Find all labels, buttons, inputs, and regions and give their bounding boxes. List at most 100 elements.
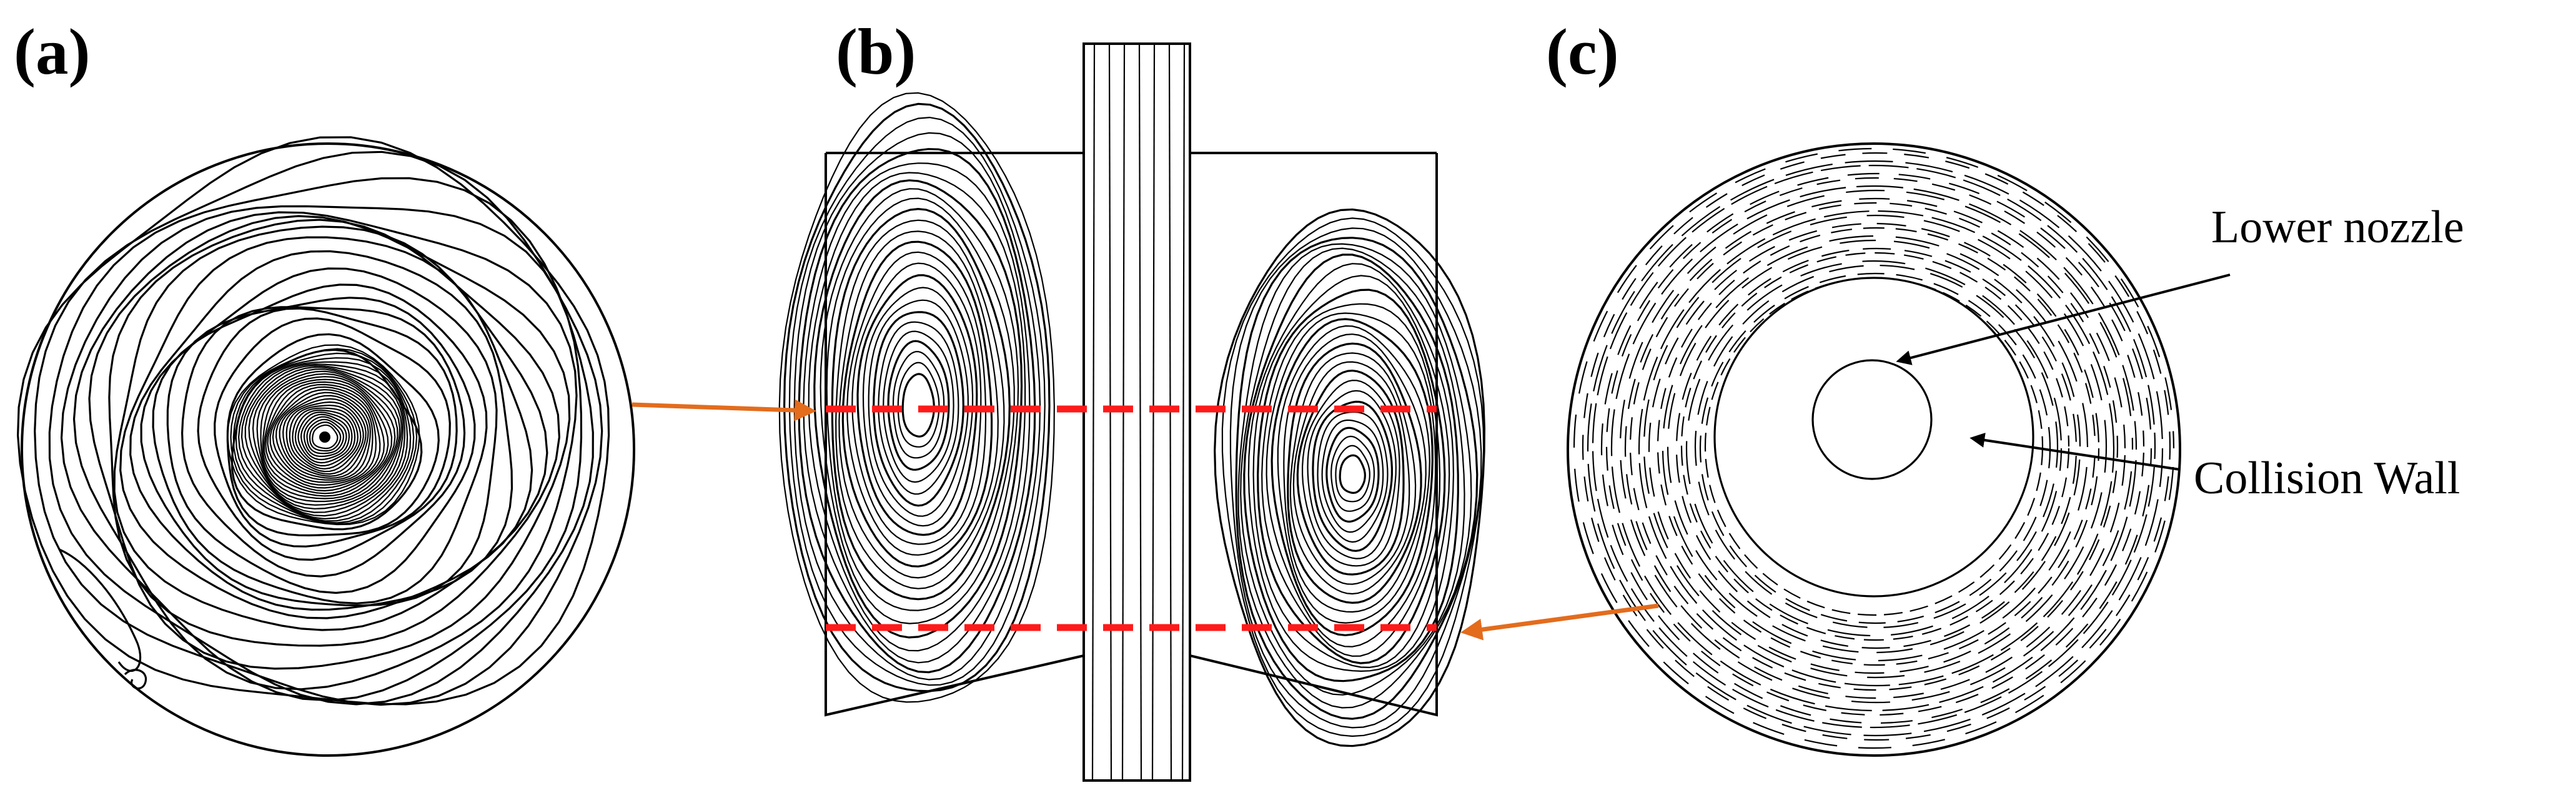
panel-b-right-vortex-line — [1312, 400, 1393, 552]
panel-a-core-line — [297, 411, 353, 464]
panel-a-core-line — [289, 405, 362, 473]
panel-a-streamline — [181, 306, 466, 578]
panel-a-core-line — [300, 413, 350, 461]
panel-a-vortex-lines — [16, 136, 610, 706]
panel-a-streamline — [129, 250, 513, 611]
panel-b-left-vortex-line — [862, 287, 974, 527]
panel-b-right-vortex-line — [1277, 325, 1430, 624]
panel-a-streamline — [88, 215, 571, 670]
panel-b-right-vortex-line — [1292, 361, 1410, 585]
panel-a-core-line — [285, 401, 364, 475]
panel-a-core-line — [248, 366, 403, 510]
panel-c-streamline — [1643, 214, 2108, 679]
panel-b-right-vortex-line — [1214, 208, 1486, 747]
panel-c-streamline — [1619, 189, 2134, 704]
panel-c-streamlines — [1567, 142, 2181, 757]
panel-b-right-vortex-line — [1307, 390, 1397, 559]
panel-label-b: (b) — [836, 15, 916, 88]
panel-c-streamline — [1573, 147, 2175, 749]
panel-a-core-line — [312, 424, 339, 450]
panel-b-left-vortex-line — [897, 362, 940, 448]
panel-a-core-line — [309, 421, 342, 452]
panel-b-right-vortex-line — [1339, 454, 1366, 495]
panel-b-right-vortex-line — [1321, 419, 1384, 533]
panel-b-right-vortex-line — [1335, 445, 1370, 503]
panel-a-streamline — [16, 136, 610, 706]
panel-c-streamline — [1657, 227, 2096, 666]
collision-wall-label: Collision Wall — [2194, 453, 2460, 504]
panel-c-streamline — [1667, 239, 2081, 654]
panel-b-right-vortex-line — [1240, 247, 1465, 696]
panel-b-right-vortex-line — [1289, 352, 1417, 595]
panel-b-right-vortex-line — [1266, 312, 1437, 648]
collision-wall-circle — [1713, 277, 2034, 598]
panel-b-left-vortex-line — [841, 240, 993, 568]
lower-nozzle-leader — [1896, 273, 2231, 365]
panel-c-streamline — [1624, 197, 2126, 699]
panel-a-core-line — [279, 395, 369, 479]
lower-nozzle-label: Lower nozzle — [2211, 202, 2464, 253]
panel-c-streamline — [1675, 247, 2078, 649]
panel-b-streamlines — [778, 42, 1486, 782]
panel-c-streamline — [1592, 164, 2156, 729]
panel-c-streamline — [1685, 260, 2063, 637]
panel-b-left-vortex-line — [783, 102, 1051, 692]
panel-a-streamline — [60, 205, 583, 702]
panel-a-core-line — [260, 373, 396, 500]
panel-b-left-vortex-line — [820, 188, 1019, 624]
panel-b-right-vortex-line — [1229, 227, 1482, 729]
panel-a-core-line — [267, 383, 381, 489]
panel-a-core-line — [230, 348, 418, 525]
panel-a-streamlines — [16, 136, 635, 757]
panel-b-right-vortex-line — [1237, 243, 1472, 709]
panel-a-core-line — [232, 352, 415, 524]
panel-b-right-vortex-line — [1247, 263, 1455, 672]
panel-c-streamline — [1587, 160, 2164, 737]
panel-a-core-line — [252, 368, 401, 506]
panel-c-streamline — [1629, 202, 2119, 691]
panel-a-streamline — [152, 283, 488, 604]
panel-c-outer-wall — [1567, 142, 2181, 757]
panel-a-streamline — [119, 236, 533, 619]
panel-a-streamline — [140, 267, 498, 607]
panel-c-streamline — [1680, 252, 2070, 641]
panel-c-streamline — [1610, 185, 2138, 712]
panel-c-streamline — [1605, 177, 2145, 716]
panel-b-left-vortex — [778, 92, 1055, 703]
panel-b-right-vortex-line — [1243, 254, 1459, 682]
panel-b-left-wall — [825, 153, 1084, 717]
panel-a-core-line — [275, 392, 372, 481]
panel-a-streamline — [72, 211, 578, 691]
panel-b-right-vortex — [1214, 208, 1486, 747]
panel-a-outer-wall — [21, 142, 635, 757]
panel-a-streamline — [197, 307, 458, 561]
lower-nozzle-circle — [1811, 359, 1933, 480]
panel-label-c: (c) — [1546, 15, 1619, 88]
panel-b-right-wall — [1189, 153, 1438, 717]
panel-a-streamline — [108, 219, 561, 647]
panel-b-right-vortex-line — [1221, 217, 1485, 737]
panel-a-streamline — [34, 150, 603, 706]
callout-arrow-a-to-b — [632, 399, 816, 421]
panel-a-core-line — [263, 378, 389, 495]
panel-a-core-line — [292, 407, 359, 470]
panel-b-right-vortex-line — [1257, 288, 1446, 664]
panel-b-right-vortex-line — [1271, 318, 1434, 636]
panel-a-streamline — [214, 317, 451, 548]
collision-wall-leader — [1969, 432, 2181, 471]
panel-a-core-line — [306, 418, 345, 455]
panel-b-right-vortex-line — [1287, 342, 1422, 604]
panel-b-right-vortex-line — [1302, 380, 1400, 567]
panel-c-streamline — [1699, 272, 2051, 624]
panel-a-core-line — [244, 365, 404, 513]
panel-a-core-line — [272, 388, 374, 483]
panel-b-left-vortex-line — [788, 116, 1046, 686]
panel-a-core-line — [227, 344, 420, 526]
panel-b-right-vortex-line — [1317, 411, 1389, 543]
panel-b-right-vortex-line — [1235, 237, 1479, 720]
panel-c-streamline — [1582, 152, 2171, 741]
panel-a-streamline — [166, 297, 476, 594]
panel-a-small-eddy — [124, 669, 147, 690]
panel-b-right-vortex-line — [1330, 435, 1375, 512]
